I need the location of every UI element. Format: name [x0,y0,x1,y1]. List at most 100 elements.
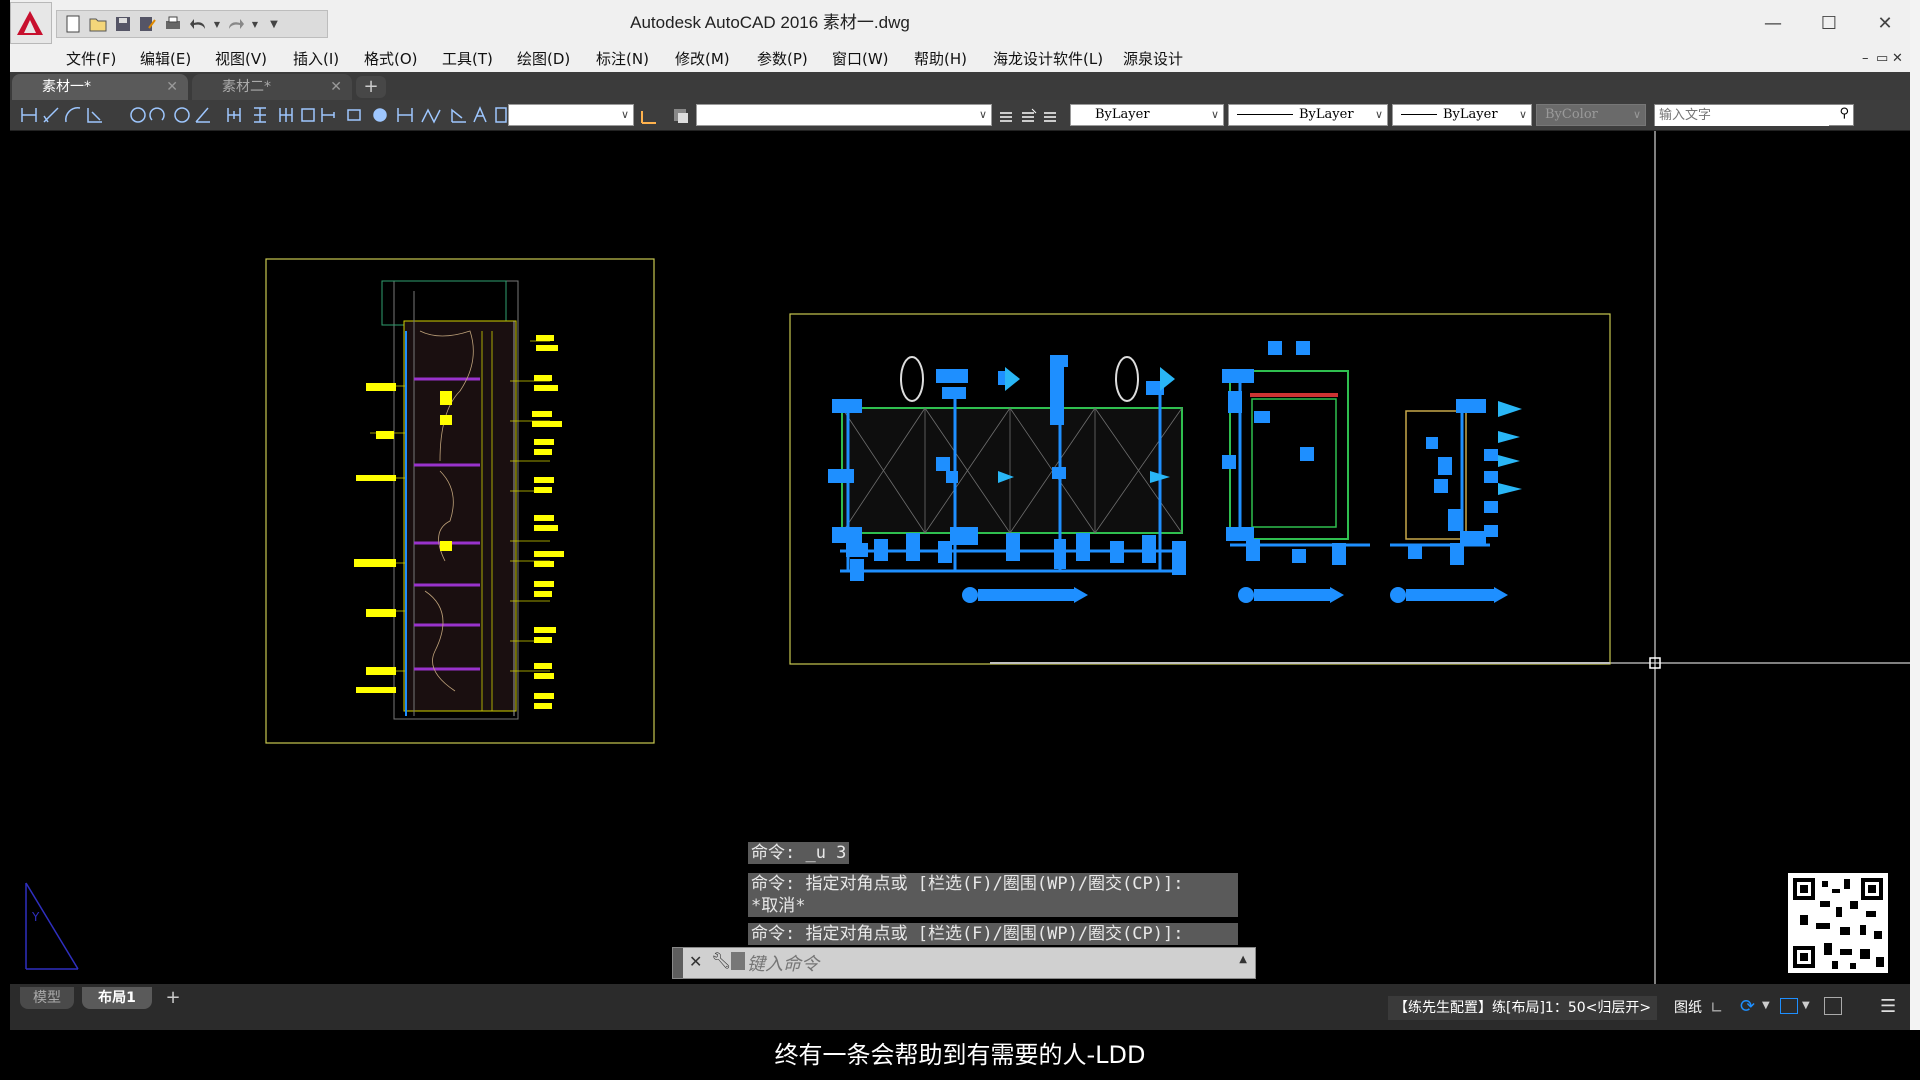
doc-close-icon[interactable]: ✕ [1892,51,1903,66]
customize-menu-icon[interactable]: ☰ [1880,996,1897,1017]
new-file-icon[interactable] [63,14,83,34]
menu-window[interactable]: 窗口(W) [832,50,889,68]
autocad-window: ▼ ▼ ▼ Autodesk AutoCAD 2016 素材一.dwg — ☐ … [10,0,1910,1030]
status-bar: 模型 布局1 + 【练先生配置】练[布局]1：50<归层开> 图纸 ∟ ⟳ ▼ … [10,984,1910,1030]
layer-select[interactable]: ∨ [696,104,992,126]
plotstyle-select: ByColor∨ [1536,104,1646,126]
menu-yuanquan[interactable]: 源泉设计 [1123,50,1184,68]
file-tabs: 素材一* ✕ 素材二* ✕ + [10,72,1910,100]
menu-format[interactable]: 格式(O) [364,50,418,68]
plotstyle-value: ByColor [1545,107,1598,122]
tab-label: 素材一* [42,79,91,95]
dim-style-manager-icon[interactable] [640,107,658,125]
section-2-drawing [1222,341,1370,603]
maximize-button[interactable]: ☐ [1820,12,1838,34]
linetype-select[interactable]: ByLayer∨ [1228,104,1388,126]
close-icon[interactable]: ✕ [166,79,178,95]
menu-edit[interactable]: 编辑(E) [140,50,192,68]
command-history-line-2: 命令: 指定对角点或 [栏选(F)/圈围(WP)/圈交(CP)]: [751,874,1184,894]
doc-restore-icon[interactable]: ▭ [1876,51,1889,66]
tab-label: 素材二* [222,79,271,95]
layer-tool-3-icon[interactable] [1042,107,1060,125]
menu-bar: 文件(F) 编辑(E) 视图(V) 插入(I) 格式(O) 工具(T) 绘图(D… [10,46,1910,72]
status-config-label[interactable]: 【练先生配置】练[布局]1：50<归层开> [1388,996,1658,1020]
video-subtitle: 终有一条会帮助到有需要的人-LDD [774,1041,1146,1069]
add-layout-plus-icon[interactable]: + [165,987,181,1008]
paper-space-toggle[interactable]: 图纸 [1674,1000,1702,1016]
dropdown-arrow-icon[interactable]: ▼ [1802,1000,1810,1011]
dimension-tools-icons[interactable] [18,104,508,126]
close-button[interactable]: ✕ [1877,12,1893,34]
tab-model[interactable]: 模型 [20,987,74,1009]
wrench-icon[interactable]: 🔧︎ [711,951,732,970]
dim-style-select[interactable]: ∨ [508,104,634,126]
section-drawing [354,280,564,720]
layer-tool-2-icon[interactable] [1020,107,1038,125]
new-tab-plus-icon[interactable]: + [356,76,386,98]
isolate-objects-icon[interactable]: ⟳ [1740,996,1756,1017]
close-icon[interactable]: ✕ [689,952,703,971]
command-history-line-1: 命令: _u 3 [748,842,850,864]
command-prompt-icon[interactable] [731,952,745,970]
menu-draw[interactable]: 绘图(D) [517,50,571,68]
window-edge [1910,0,1920,1030]
open-folder-icon[interactable] [88,14,108,34]
layer-tool-1-icon[interactable] [998,107,1016,125]
close-icon[interactable]: ✕ [330,79,342,95]
redo-dropdown-icon[interactable]: ▼ [251,19,259,29]
properties-toolbar: ∨ ∨ ByLayer∨ ByLayer∨ ByLayer∨ ByColor∨ … [10,100,1910,131]
menu-help[interactable]: 帮助(H) [914,50,967,68]
command-history-line-3: *取消* [751,896,806,916]
grid-icon[interactable]: ∟ [1710,998,1724,1017]
save-icon[interactable] [113,14,133,34]
command-history-toggle-icon[interactable]: ▲ [1239,954,1247,965]
menu-parametric[interactable]: 参数(P) [757,50,808,68]
tab-drawing-1[interactable]: 素材一* ✕ [12,74,188,100]
dropdown-arrow-icon[interactable]: ▼ [1762,1000,1770,1011]
linetype-preview [1237,114,1293,115]
menu-view[interactable]: 视图(V) [215,50,267,68]
menu-dimension[interactable]: 标注(N) [596,50,649,68]
quick-access-toolbar: ▼ ▼ ▼ [56,10,328,38]
menu-hailong[interactable]: 海龙设计软件(L) [993,50,1104,68]
annotation-scale-icon[interactable] [1780,998,1798,1014]
minimize-button[interactable]: — [1764,12,1782,34]
undo-icon[interactable] [188,14,208,34]
qr-code-image [1788,873,1888,973]
lineweight-preview [1401,114,1437,115]
command-history-line-4: 命令: 指定对角点或 [栏选(F)/圈围(WP)/圈交(CP)]: [748,923,1238,945]
tab-layout-1[interactable]: 布局1 [82,987,152,1009]
color-select[interactable]: ByLayer∨ [1070,104,1224,126]
linetype-value: ByLayer [1299,107,1354,122]
search-box: ⚲ [1654,104,1854,126]
search-icon[interactable]: ⚲ [1839,106,1849,121]
tab-drawing-2[interactable]: 素材二* ✕ [192,74,352,100]
command-history-block: 命令: 指定对角点或 [栏选(F)/圈围(WP)/圈交(CP)]: *取消* [748,873,1238,917]
lineweight-select[interactable]: ByLayer∨ [1392,104,1532,126]
title-bar: ▼ ▼ ▼ Autodesk AutoCAD 2016 素材一.dwg — ☐ … [10,0,1910,46]
subtitle-bar [0,1030,1920,1080]
layer-properties-icon[interactable] [672,107,690,125]
doc-minimize-icon[interactable]: – [1862,51,1869,66]
customize-qat-icon[interactable]: ▼ [270,18,278,30]
autocad-logo-icon [17,11,43,35]
save-as-icon[interactable] [138,14,158,34]
menu-tools[interactable]: 工具(T) [442,50,493,68]
command-line-drag-handle[interactable] [673,948,683,978]
drawing-canvas[interactable]: Y 命令: _u 3 命令: 指定对角点或 [栏选(F)/圈 [10,131,1910,984]
menu-file[interactable]: 文件(F) [66,50,117,68]
application-menu-button[interactable] [10,2,52,44]
cad-drawing: Y [25,131,1910,984]
menu-modify[interactable]: 修改(M) [675,50,730,68]
menu-insert[interactable]: 插入(I) [293,50,340,68]
window-title: Autodesk AutoCAD 2016 素材一.dwg [630,13,910,32]
undo-dropdown-icon[interactable]: ▼ [213,19,221,29]
command-input[interactable] [745,951,1225,977]
command-line: ✕ 🔧︎ ▲ [672,947,1256,979]
lineweight-value: ByLayer [1443,107,1498,122]
fullscreen-icon[interactable] [1824,997,1842,1015]
redo-icon[interactable] [226,14,246,34]
print-icon[interactable] [163,14,183,34]
elevation-drawing [828,355,1186,603]
search-input[interactable] [1655,105,1829,126]
